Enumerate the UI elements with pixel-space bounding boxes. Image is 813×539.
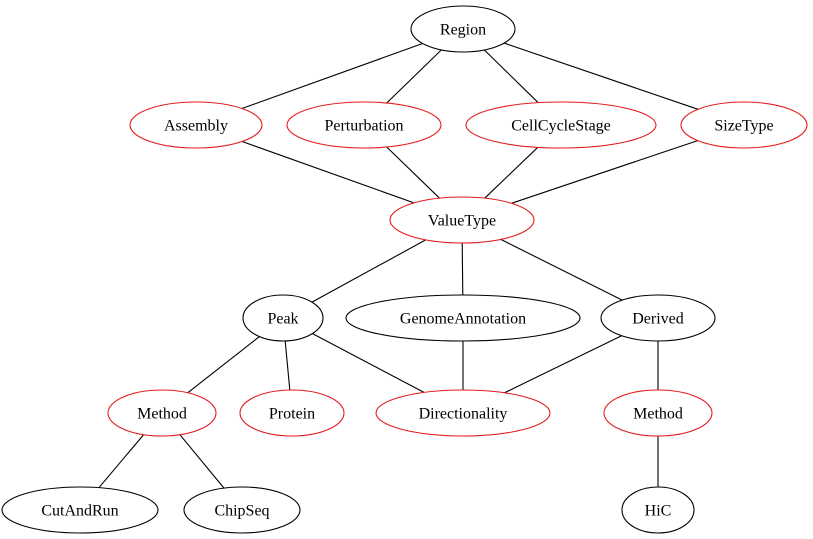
node-ellipse-assembly bbox=[129, 101, 263, 149]
node-label-cutandrun: CutAndRun bbox=[41, 503, 118, 520]
node-method-derived: Method bbox=[603, 389, 713, 437]
edge-assembly-valuetype bbox=[241, 140, 415, 204]
node-sizetype: SizeType bbox=[680, 101, 808, 149]
node-region: Region bbox=[410, 5, 516, 53]
node-label-sizetype: SizeType bbox=[714, 118, 773, 135]
node-ellipse-hic bbox=[621, 486, 695, 534]
node-genomeannotation: GenomeAnnotation bbox=[345, 294, 581, 342]
node-label-cellcyclestage: CellCycleStage bbox=[511, 118, 611, 135]
edge-region-sizetype bbox=[504, 42, 699, 110]
edge-peak-method-peak bbox=[187, 336, 260, 394]
edge-sizetype-valuetype bbox=[511, 140, 698, 204]
node-ellipse-protein bbox=[239, 389, 345, 437]
edge-region-cellcyclestage bbox=[484, 49, 539, 104]
node-label-directionality: Directionality bbox=[419, 406, 508, 423]
edge-peak-directionality bbox=[312, 333, 425, 393]
node-label-assembly: Assembly bbox=[164, 118, 228, 135]
node-directionality: Directionality bbox=[375, 389, 551, 437]
node-cutandrun: CutAndRun bbox=[1, 486, 159, 534]
node-label-valuetype: ValueType bbox=[428, 213, 496, 230]
node-label-region: Region bbox=[440, 22, 486, 39]
node-label-protein: Protein bbox=[269, 406, 315, 423]
node-hic: HiC bbox=[621, 486, 695, 534]
node-protein: Protein bbox=[239, 389, 345, 437]
node-label-method-derived: Method bbox=[633, 406, 683, 423]
node-ellipse-cellcyclestage bbox=[465, 101, 657, 149]
node-assembly: Assembly bbox=[129, 101, 263, 149]
edge-peak-protein bbox=[284, 340, 291, 391]
edge-valuetype-derived bbox=[500, 238, 623, 301]
node-ellipse-peak bbox=[242, 294, 324, 342]
node-ellipse-perturbation bbox=[286, 101, 442, 149]
node-method-peak: Method bbox=[107, 389, 217, 437]
node-chipseq: ChipSeq bbox=[183, 486, 301, 534]
node-label-derived: Derived bbox=[632, 311, 684, 328]
node-valuetype: ValueType bbox=[389, 196, 535, 244]
edge-valuetype-genomeannotation bbox=[461, 242, 464, 296]
edge-derived-directionality bbox=[504, 335, 622, 394]
node-ellipse-method-peak bbox=[107, 389, 217, 437]
edges-layer bbox=[98, 42, 699, 489]
edge-valuetype-peak bbox=[311, 239, 426, 303]
node-label-chipseq: ChipSeq bbox=[214, 503, 269, 520]
node-cellcyclestage: CellCycleStage bbox=[465, 101, 657, 149]
node-label-hic: HiC bbox=[645, 503, 672, 520]
node-ellipse-derived bbox=[600, 294, 716, 342]
node-label-genomeannotation: GenomeAnnotation bbox=[400, 311, 526, 328]
edge-method-peak-cutandrun bbox=[98, 434, 145, 489]
node-ellipse-valuetype bbox=[389, 196, 535, 244]
node-ellipse-chipseq bbox=[183, 486, 301, 534]
node-derived: Derived bbox=[600, 294, 716, 342]
edge-perturbation-valuetype bbox=[386, 146, 440, 199]
edge-region-assembly bbox=[241, 42, 423, 110]
node-ellipse-genomeannotation bbox=[345, 294, 581, 342]
node-label-perturbation: Perturbation bbox=[324, 118, 403, 135]
edge-region-perturbation bbox=[386, 49, 442, 104]
edge-method-peak-chipseq bbox=[179, 434, 225, 489]
node-peak: Peak bbox=[242, 294, 324, 342]
node-ellipse-region bbox=[410, 5, 516, 53]
node-perturbation: Perturbation bbox=[286, 101, 442, 149]
node-ellipse-directionality bbox=[375, 389, 551, 437]
node-ellipse-cutandrun bbox=[1, 486, 159, 534]
node-label-method-peak: Method bbox=[137, 406, 187, 423]
node-ellipse-sizetype bbox=[680, 101, 808, 149]
node-ellipse-method-derived bbox=[603, 389, 713, 437]
node-label-peak: Peak bbox=[267, 311, 298, 328]
edge-cellcyclestage-valuetype bbox=[484, 146, 539, 199]
